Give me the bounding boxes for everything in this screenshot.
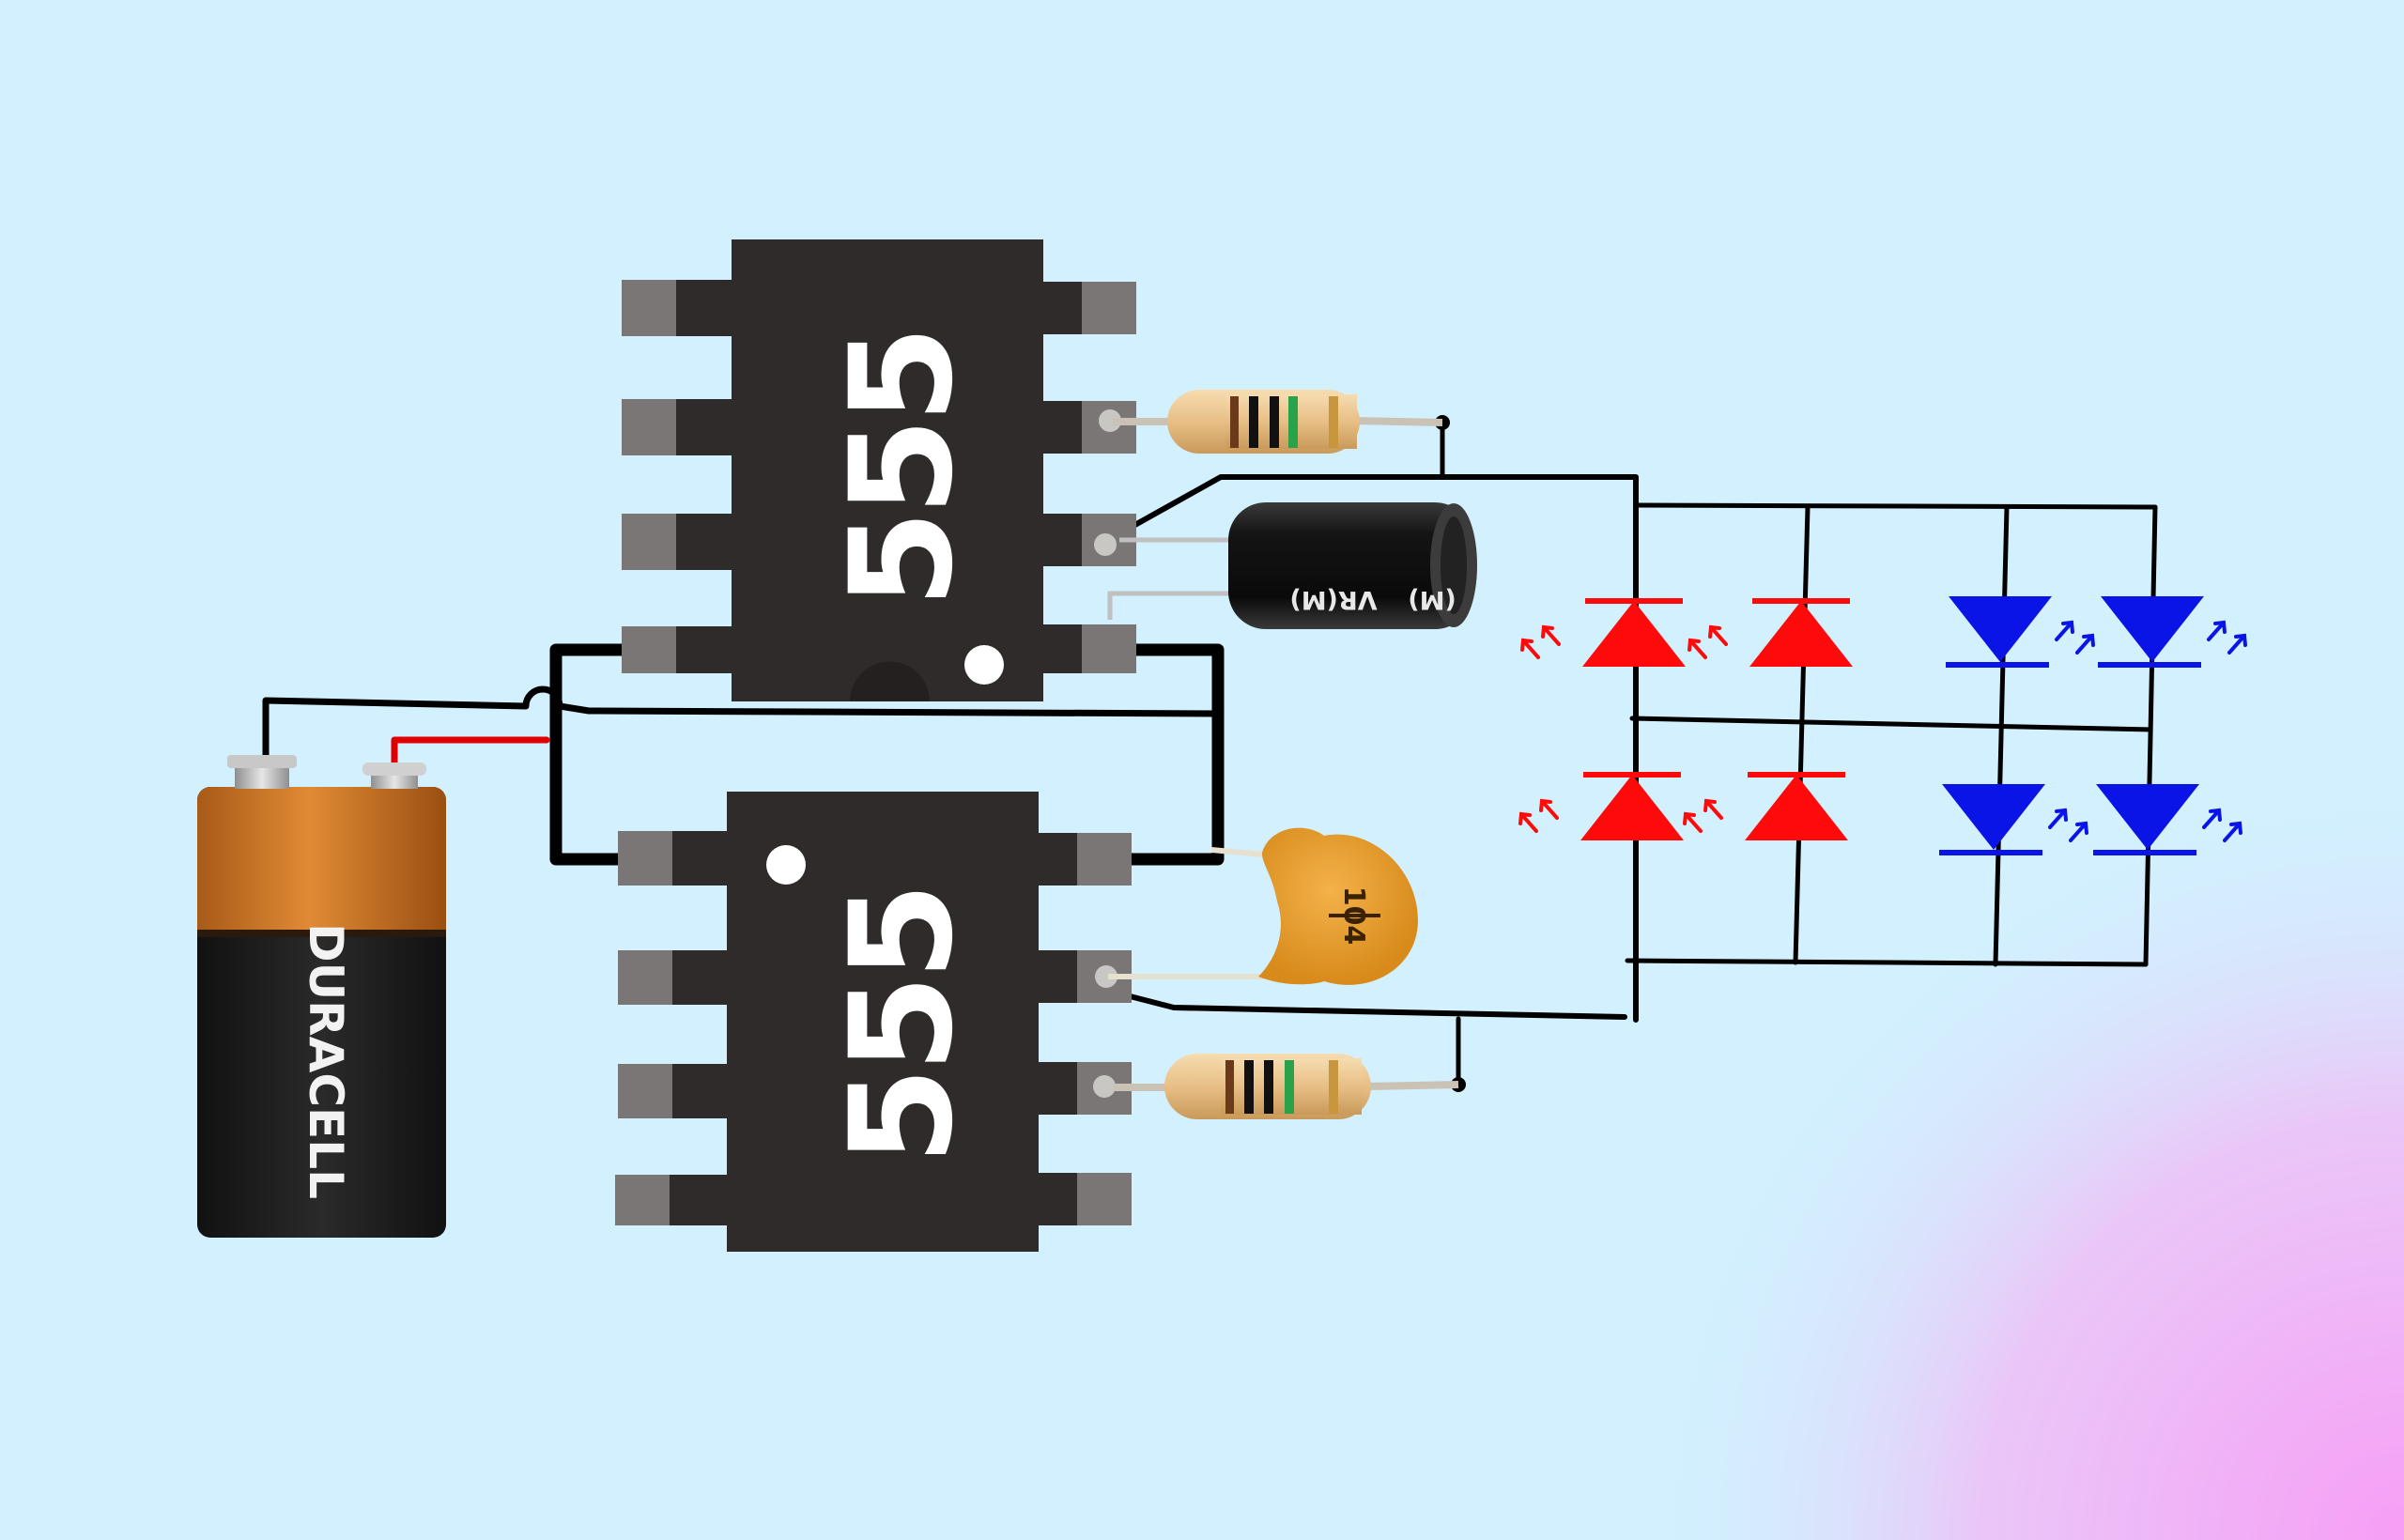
led-blue-1-emission-arrows [2055,620,2095,654]
electrolytic-capacitor: VR(M) (M) [1107,502,1477,629]
battery-brand-label: DURACELL [299,923,353,1199]
led-blue-3 [1939,784,2088,855]
ic-bottom-label: 555 [821,887,984,1164]
led-red-2-emission-arrows [1687,624,1728,659]
led-red-1 [1520,598,1686,667]
battery-positive-terminal [362,762,426,789]
led-red-4-emission-arrows [1683,798,1723,833]
ceramic-capacitor-code: 104 [1337,886,1370,946]
ic-bottom-pin1-dot [766,845,806,885]
ceramic-capacitor: 104 [1108,827,1418,985]
battery: DURACELL [197,755,446,1238]
led-blue-4-emission-arrows [2202,808,2242,842]
led-array [1518,596,2247,855]
ic-bottom: 555 [615,792,1132,1252]
resistor-bottom [1113,1054,1459,1119]
led-blue-2-emission-arrows [2207,620,2247,654]
led-red-2 [1687,598,1853,667]
resistor-top [1113,390,1443,454]
led-red-1-emission-arrows [1520,624,1561,659]
ic-top-pins-left [622,280,732,673]
led-blue-3-emission-arrows [2048,808,2088,842]
led-blue-2 [2098,596,2247,668]
ic-top-pin1-dot [964,645,1004,685]
ic-top: 555 [622,239,1136,701]
led-red-3-emission-arrows [1518,798,1559,833]
led-red-3 [1518,772,1684,840]
electrolytic-marking-partial: (M) [1408,585,1456,614]
ic-top-body [732,239,1043,701]
battery-negative-terminal [227,755,297,789]
ic-top-label: 555 [821,331,984,608]
ic-top-notch [850,661,930,701]
led-red-4 [1683,772,1848,840]
wiring [262,420,2158,1087]
led-blue-4 [2093,784,2242,855]
led-blue-1 [1946,596,2095,668]
electrolytic-marking: VR(M) [1289,585,1377,614]
pad-markers [1093,409,1121,1098]
ic-bottom-pins-left [615,831,729,1225]
